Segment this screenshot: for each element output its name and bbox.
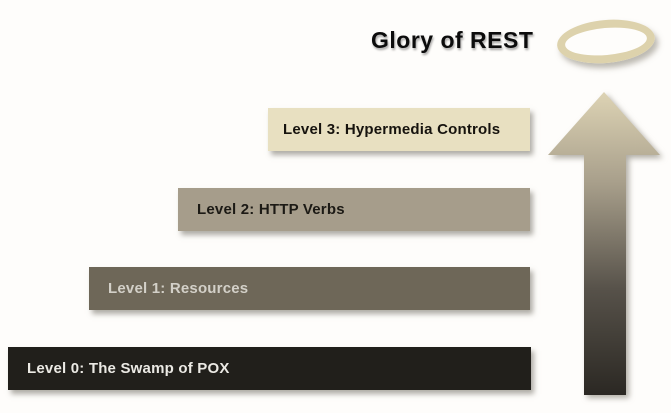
- level-2-label: Level 2: HTTP Verbs: [197, 201, 345, 218]
- level-3-label: Level 3: Hypermedia Controls: [283, 121, 501, 138]
- level-1-label: Level 1: Resources: [108, 280, 249, 297]
- halo-ring-icon: [555, 15, 657, 68]
- level-3-bar: Level 3: Hypermedia Controls: [268, 108, 530, 151]
- page-title: Glory of REST: [371, 27, 534, 53]
- up-arrow-icon: [544, 85, 670, 403]
- level-0-label: Level 0: The Swamp of POX: [27, 360, 230, 377]
- level-2-bar: Level 2: HTTP Verbs: [178, 188, 530, 231]
- up-arrow-shape: [548, 92, 660, 395]
- level-0-bar: Level 0: The Swamp of POX: [8, 347, 531, 390]
- level-1-bar: Level 1: Resources: [89, 267, 530, 310]
